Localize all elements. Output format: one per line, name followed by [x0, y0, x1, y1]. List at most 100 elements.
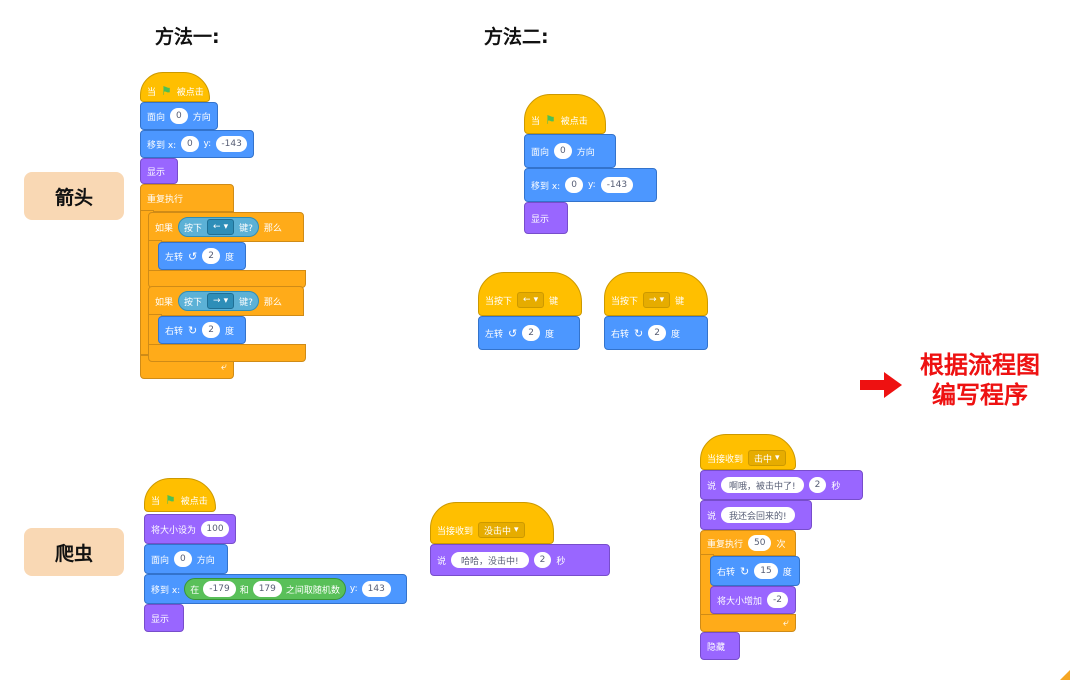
message-value: 击中: [754, 454, 773, 465]
message-input[interactable]: 我还会回来的!: [721, 507, 795, 523]
go-to-xy-block[interactable]: 移到 x: 在 -179 和 179 之间取随机数 y: 143: [144, 574, 407, 604]
bug-sprite-label-text: 爬虫: [54, 542, 93, 565]
when-key-pressed-block[interactable]: 当按下 ←▾ 键: [478, 272, 582, 316]
turn-left-block[interactable]: 左转 ↺ 2 度: [158, 242, 246, 270]
seconds-input[interactable]: 2: [808, 477, 827, 493]
direction-input[interactable]: 0: [554, 143, 572, 159]
go-to-xy-block[interactable]: 移到 x: 0 y: -143: [524, 168, 657, 202]
if-then-block[interactable]: 如果 按下 →▾ 键? 那么: [148, 286, 304, 316]
show-block[interactable]: 显示: [524, 202, 568, 234]
key-value: ←: [523, 295, 531, 305]
key-pressed-label: 按下: [184, 297, 203, 308]
set-size-block[interactable]: 将大小设为 100: [144, 514, 236, 544]
show-block[interactable]: 显示: [140, 158, 178, 184]
rotate-left-icon: ↺: [188, 249, 198, 263]
degrees-input[interactable]: 2: [202, 322, 220, 338]
degrees-input[interactable]: 2: [522, 325, 540, 341]
turn-left-label: 左转: [165, 252, 184, 263]
turn-left-block[interactable]: 左转 ↺ 2 度: [478, 316, 580, 350]
if-label: 如果: [155, 297, 174, 308]
if-then-block[interactable]: 如果 按下 ←▾ 键? 那么: [148, 212, 304, 242]
goto-x-label: 移到 x:: [147, 140, 177, 151]
random-suffix: 之间取随机数: [285, 585, 340, 596]
say-for-secs-block[interactable]: 说 哈哈，没击中! 2 秒: [430, 544, 610, 576]
then-label: 那么: [263, 297, 282, 308]
seconds-input[interactable]: 2: [533, 552, 552, 568]
when-flag-clicked-block[interactable]: 当 ⚑ 被点击: [144, 478, 216, 512]
set-size-label: 将大小设为: [151, 525, 197, 536]
goto-y-label: y:: [349, 584, 358, 594]
hide-block[interactable]: 隐藏: [700, 632, 740, 660]
repeat-block[interactable]: 重复执行 50 次: [700, 530, 796, 556]
go-to-xy-block[interactable]: 移到 x: 0 y: -143: [140, 130, 254, 158]
degrees-input[interactable]: 2: [202, 248, 220, 264]
say-block[interactable]: 说 我还会回来的!: [700, 500, 812, 530]
message-input[interactable]: 哈哈，没击中!: [451, 552, 529, 568]
message-input[interactable]: 啊哦，被击中了!: [721, 477, 804, 493]
change-size-label: 将大小增加: [717, 596, 763, 607]
forever-block[interactable]: 重复执行: [140, 184, 234, 212]
if-label: 如果: [155, 223, 174, 234]
message-dropdown[interactable]: 击中▾: [748, 450, 786, 466]
clicked-label: 被点击: [180, 496, 208, 507]
size-change-input[interactable]: -2: [767, 592, 788, 608]
turn-right-label: 右转: [611, 329, 630, 340]
degrees-label: 度: [670, 329, 680, 340]
message-dropdown[interactable]: 没击中▾: [478, 522, 525, 538]
key-dropdown[interactable]: ←▾: [517, 292, 545, 308]
hide-label: 隐藏: [707, 642, 726, 653]
when-receive-block[interactable]: 当接收到 没击中▾: [430, 502, 554, 544]
random-max-input[interactable]: 179: [252, 581, 282, 597]
and-label: 和: [239, 585, 249, 596]
then-label: 那么: [263, 223, 282, 234]
degrees-input[interactable]: 15: [754, 563, 778, 579]
turn-right-block[interactable]: 右转 ↻ 2 度: [158, 316, 246, 344]
y-input[interactable]: 143: [361, 581, 391, 597]
y-input[interactable]: -143: [216, 136, 247, 152]
degrees-input[interactable]: 2: [648, 325, 666, 341]
say-for-secs-block[interactable]: 说 啊哦，被击中了! 2 秒: [700, 470, 863, 500]
random-min-input[interactable]: -179: [203, 581, 236, 597]
point-in-direction-block[interactable]: 面向 0 方向: [524, 134, 616, 168]
when-label: 当: [147, 87, 157, 98]
pick-random-operator[interactable]: 在 -179 和 179 之间取随机数: [184, 578, 346, 600]
point-in-direction-block[interactable]: 面向 0 方向: [144, 544, 228, 574]
when-key-label: 当按下: [485, 296, 513, 307]
key-dropdown[interactable]: →▾: [207, 293, 235, 309]
when-key-pressed-block[interactable]: 当按下 →▾ 键: [604, 272, 708, 316]
turn-right-block[interactable]: 右转 ↻ 2 度: [604, 316, 708, 350]
x-input[interactable]: 0: [181, 136, 199, 152]
repeat-count-input[interactable]: 50: [748, 535, 772, 551]
green-flag-icon: ⚑: [545, 113, 556, 127]
green-flag-icon: ⚑: [161, 84, 172, 98]
y-input[interactable]: -143: [600, 177, 634, 193]
turn-right-label: 右转: [717, 567, 736, 578]
direction-input[interactable]: 0: [170, 108, 188, 124]
repeat-bottom: ⤶: [700, 614, 796, 632]
chevron-down-icon: ▾: [775, 453, 780, 463]
key-suffix: 键: [549, 296, 559, 307]
say-label: 说: [437, 556, 447, 567]
x-input[interactable]: 0: [565, 177, 583, 193]
when-label: 当: [531, 116, 541, 127]
point-in-direction-block[interactable]: 面向 0 方向: [140, 102, 218, 130]
size-input[interactable]: 100: [201, 521, 229, 537]
turn-right-block[interactable]: 右转 ↻ 15 度: [710, 556, 800, 586]
key-pressed-sensing[interactable]: 按下 ←▾ 键?: [178, 217, 259, 237]
change-size-block[interactable]: 将大小增加 -2: [710, 586, 796, 614]
repeat-label: 重复执行: [707, 539, 744, 550]
when-receive-block[interactable]: 当接收到 击中▾: [700, 434, 796, 470]
key-pressed-sensing[interactable]: 按下 →▾ 键?: [178, 291, 259, 311]
goto-y-label: y:: [203, 139, 212, 149]
key-value: →: [649, 295, 657, 305]
show-block[interactable]: 显示: [144, 604, 184, 632]
flowchart-callout: 根据流程图 编写程序: [905, 350, 1055, 410]
key-pressed-label: 按下: [184, 223, 203, 234]
arrow-sprite-label-text: 箭头: [54, 186, 93, 209]
rotate-left-icon: ↺: [508, 326, 518, 340]
direction-input[interactable]: 0: [174, 551, 192, 567]
key-dropdown[interactable]: →▾: [643, 292, 671, 308]
when-flag-clicked-block[interactable]: 当 ⚑ 被点击: [524, 94, 606, 134]
when-flag-clicked-block[interactable]: 当 ⚑ 被点击: [140, 72, 210, 102]
key-dropdown[interactable]: ←▾: [207, 219, 235, 235]
